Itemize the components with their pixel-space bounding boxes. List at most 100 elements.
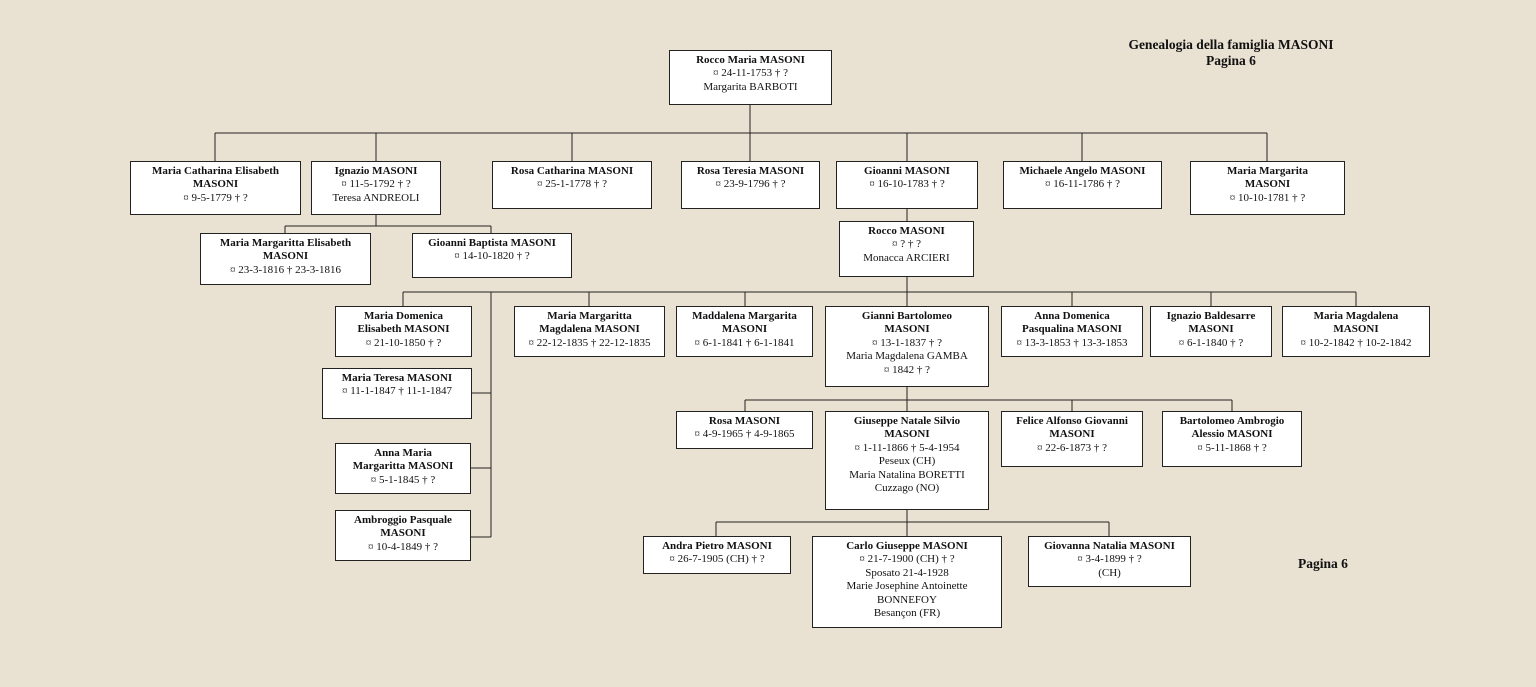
person-name-line: Ignazio MASONI [334, 165, 418, 177]
person-gioanni-baptista: Gioanni Baptista MASONI¤ 14-10-1820 † ? [412, 233, 572, 278]
person-name-line: MASONI [721, 323, 768, 336]
person-info-line: ¤ 10-4-1849 † ? [368, 540, 438, 553]
person-rosa-teresia: Rosa Teresia MASONI¤ 23-9-1796 † ? [681, 161, 820, 209]
person-info-line: ¤ ? † ? [891, 238, 921, 251]
person-info-line: ¤ 6-1-1841 † 6-1-1841 [694, 336, 795, 349]
person-info-line: ¤ 16-10-1783 † ? [869, 178, 945, 191]
person-carlo: Carlo Giuseppe MASONI¤ 21-7-1900 (CH) † … [812, 536, 1002, 628]
person-info-line: ¤ 16-11-1786 † ? [1044, 178, 1121, 191]
person-name-line: Rosa Teresia MASONI [696, 165, 805, 177]
person-name-line: Margaritta MASONI [352, 460, 454, 473]
person-name-line: MASONI [192, 178, 239, 191]
person-info-line: Monacca ARCIERI [863, 251, 950, 264]
title-text: Genealogia della famiglia MASONI [1128, 37, 1334, 52]
person-info-line: ¤ 5-1-1845 † ? [370, 473, 436, 486]
person-name-line: MASONI [262, 250, 309, 263]
person-name-line: Rocco Maria MASONI [696, 54, 805, 66]
person-name-line: Maria Domenica [363, 310, 444, 322]
person-info-line: ¤ 4-9-1965 † 4-9-1865 [694, 428, 795, 441]
person-info-line: ¤ 5-11-1868 † ? [1197, 441, 1267, 454]
person-info-line: ¤ 24-11-1753 † ? [712, 67, 789, 80]
person-info-line: (CH) [1098, 566, 1121, 579]
person-name-line: MASONI [884, 323, 930, 336]
person-name-line: Bartolomeo Ambrogio [1179, 415, 1285, 427]
person-giovanna: Giovanna Natalia MASONI¤ 3-4-1899 † ?(CH… [1028, 536, 1191, 587]
person-info-line: ¤ 13-1-1837 † ? [872, 336, 942, 349]
person-info-line: ¤ 1-11-1866 † 5-4-1954 [854, 441, 960, 454]
person-name-line: Maria Margaritta [547, 310, 632, 322]
person-info-line: ¤ 6-1-1840 † ? [1178, 336, 1244, 349]
person-info-line: ¤ 9-5-1779 † ? [183, 191, 248, 204]
person-info-line: ¤ 21-7-1900 (CH) † ? [859, 553, 955, 566]
person-info-line: ¤ 21-10-1850 † ? [365, 336, 442, 349]
person-info-line: Maria Natalina BORETTI [849, 468, 965, 481]
person-ignazio: Ignazio MASONI¤ 11-5-1792 † ?Teresa ANDR… [311, 161, 441, 215]
person-info-line: ¤ 3-4-1899 † ? [1077, 553, 1142, 566]
person-info-line: Cuzzago (NO) [874, 482, 940, 495]
person-info-line: Maria Magdalena GAMBA [846, 350, 968, 363]
person-info-line: Margarita BARBOTI [703, 80, 798, 93]
person-rosa: Rosa MASONI¤ 4-9-1965 † 4-9-1865 [676, 411, 813, 449]
person-info-line: ¤ 23-3-1816 † 23-3-1816 [230, 263, 341, 276]
person-info-line: Besançon (FR) [873, 607, 941, 620]
person-info-line: ¤ 10-2-1842 † 10-2-1842 [1300, 336, 1412, 349]
person-name-line: Maria Margarita [1227, 165, 1308, 177]
person-name-line: Rosa MASONI [708, 415, 781, 427]
person-info-line: Teresa ANDREOLI [332, 191, 420, 204]
person-name-line: MASONI [380, 527, 426, 540]
person-name-line: MASONI [1244, 178, 1291, 191]
person-name-line: Gioanni MASONI [864, 165, 950, 177]
person-name-line: Michaele Angelo MASONI [1019, 165, 1146, 177]
person-name-line: Gioanni Baptista MASONI [428, 237, 556, 249]
person-name-line: Carlo Giuseppe MASONI [846, 540, 968, 552]
person-rosa-catharina: Rosa Catharina MASONI¤ 25-1-1778 † ? [492, 161, 652, 209]
person-name-line: MASONI [1188, 323, 1234, 336]
person-info-line: Peseux (CH) [878, 455, 936, 468]
person-name-line: Maria Teresa MASONI [341, 372, 453, 384]
person-name-line: Elisabeth MASONI [357, 323, 450, 336]
person-name-line: Maddalena Margarita [692, 310, 797, 322]
person-name-line: Anna Domenica [1034, 310, 1110, 322]
person-info-line: Marie Josephine Antoinette [846, 580, 968, 593]
person-name-line: Andra Pietro MASONI [662, 540, 772, 552]
person-name-line: MASONI [884, 428, 930, 441]
person-info-line: ¤ 13-3-1853 † 13-3-1853 [1016, 336, 1128, 349]
person-rocco-maria: Rocco Maria MASONI¤ 24-11-1753 † ?Margar… [669, 50, 832, 105]
person-name-line: MASONI [1333, 323, 1379, 336]
person-name-line: Maria Margaritta Elisabeth [219, 237, 352, 249]
person-name-line: Rocco MASONI [868, 225, 945, 237]
person-name-line: Ignazio Baldesarre [1166, 310, 1256, 322]
person-name-line: Magdalena MASONI [539, 323, 640, 336]
person-name-line: MASONI [1049, 428, 1095, 441]
person-info-line: ¤ 11-1-1847 † 11-1-1847 [341, 385, 453, 398]
person-info-line: ¤ 22-6-1873 † ? [1037, 441, 1107, 454]
person-gioanni: Gioanni MASONI¤ 16-10-1783 † ? [836, 161, 978, 209]
page-number: Pagina 6 [1298, 556, 1348, 571]
person-info-line: BONNEFOY [877, 593, 937, 606]
person-name-line: Pasqualina MASONI [1022, 323, 1122, 336]
person-info-line: ¤ 22-12-1835 † 22-12-1835 [528, 336, 651, 349]
person-info-line: Sposato 21-4-1928 [865, 566, 949, 579]
person-name-line: Maria Magdalena [1313, 310, 1399, 322]
person-info-line: ¤ 1842 † ? [883, 363, 931, 376]
person-info-line: ¤ 23-9-1796 † ? [715, 178, 786, 191]
person-michaele: Michaele Angelo MASONI¤ 16-11-1786 † ? [1003, 161, 1162, 209]
person-name-line: Giovanna Natalia MASONI [1044, 540, 1175, 552]
person-name-line: Maria Catharina Elisabeth [151, 165, 280, 177]
title-page: Pagina 6 [1206, 53, 1256, 68]
